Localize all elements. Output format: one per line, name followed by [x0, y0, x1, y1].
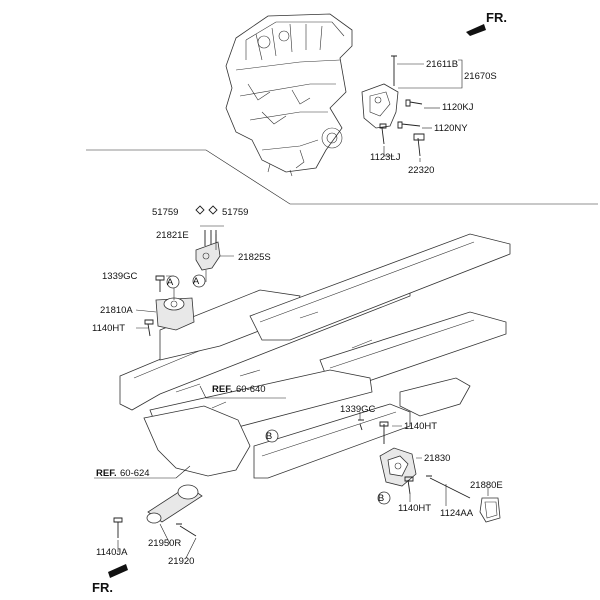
ref1-number: 60-640: [236, 384, 266, 395]
label-1123LJ: 1123LJ: [370, 152, 401, 163]
ref2-leader: [94, 465, 191, 479]
upper-mount-group: [192, 205, 234, 288]
callout-a-lower: A: [167, 277, 174, 288]
label-21880E: 21880E: [470, 480, 503, 491]
label-1339GC-lower: 1339GC: [340, 404, 376, 415]
frame-rails: [119, 233, 511, 479]
top-leaders: [383, 59, 463, 162]
label-21830: 21830: [424, 453, 450, 464]
label-1140HT-upper: 1140HT: [92, 323, 125, 334]
label-1339GC-upper: 1339GC: [102, 271, 138, 282]
fr-label-bottom: FR.: [92, 580, 113, 595]
ref2-prefix: REF.: [96, 468, 117, 479]
callout-b-mount: B: [378, 493, 384, 504]
engine-mount-bracket: [361, 55, 425, 157]
label-21611B: 21611B: [426, 59, 458, 70]
mount-21810A: [135, 275, 195, 337]
ref2-number: 60-624: [120, 468, 150, 479]
label-21821E: 21821E: [156, 230, 189, 241]
label-1140HT-right: 1140HT: [404, 421, 437, 432]
roll-rod: [113, 484, 203, 559]
callout-a-upper: A: [193, 276, 200, 287]
label-1140JA: 1140JA: [96, 547, 128, 558]
label-21950R: 21950R: [148, 538, 181, 549]
label-1124AA: 1124AA: [440, 508, 474, 519]
section-divider: [86, 149, 598, 205]
label-22320: 22320: [408, 165, 434, 176]
label-21920: 21920: [168, 556, 194, 567]
label-51759-left: 51759: [152, 207, 178, 218]
label-21810A: 21810A: [100, 305, 133, 316]
label-51759-right: 51759: [222, 207, 248, 218]
ref1-leader: [199, 385, 286, 399]
ref1-prefix: REF.: [212, 384, 233, 395]
label-1120NY: 1120NY: [434, 123, 468, 134]
fr-arrow-top-icon: [466, 24, 486, 36]
mount-21830: [358, 412, 501, 523]
label-21670S: 21670S: [464, 71, 497, 82]
label-21825S: 21825S: [238, 252, 271, 263]
label-1120KJ: 1120KJ: [442, 102, 474, 113]
label-1140HT-lower: 1140HT: [398, 503, 431, 514]
fr-label-top: FR.: [486, 10, 507, 25]
callout-b-frame: B: [266, 431, 272, 442]
engine-block: [225, 13, 353, 177]
fr-arrow-bottom-icon: [108, 564, 128, 578]
